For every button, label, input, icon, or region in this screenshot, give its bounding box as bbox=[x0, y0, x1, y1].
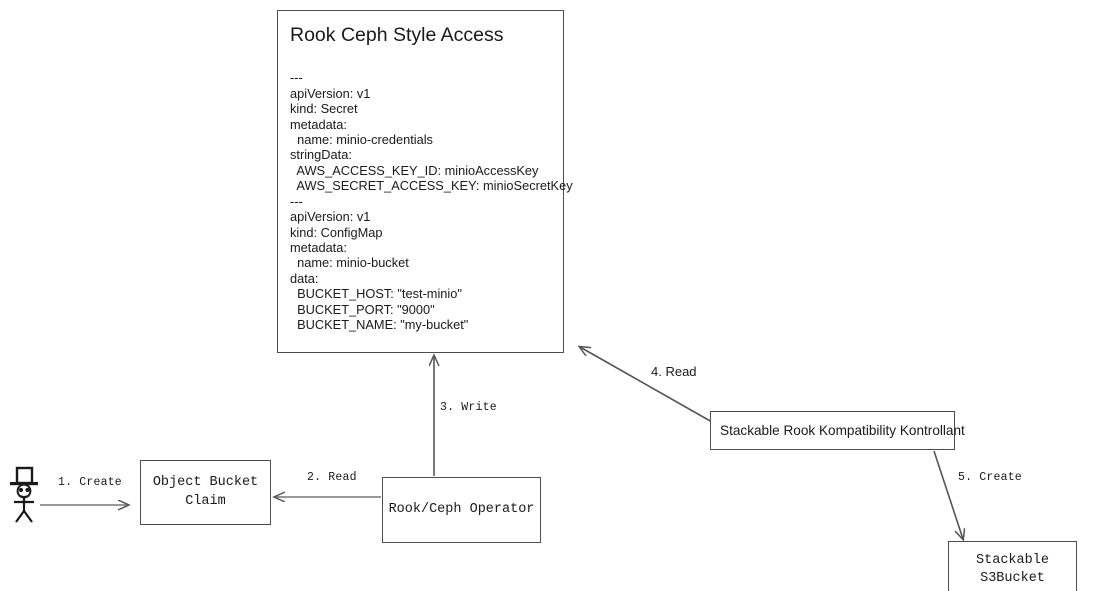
node-object-bucket-claim[interactable]: Object Bucket Claim bbox=[140, 460, 271, 525]
edge-create-s3bucket bbox=[933, 450, 963, 539]
node-rook-ceph-operator[interactable]: Rook/Ceph Operator bbox=[382, 477, 541, 543]
node-stackable-rook-kompatibility-kontrollant[interactable]: Stackable Rook Kompatibility Kontrollant bbox=[710, 411, 965, 450]
card-yaml-content: --- apiVersion: v1 kind: Secret metadata… bbox=[290, 70, 573, 332]
card-title: Rook Ceph Style Access bbox=[290, 24, 504, 46]
edge-label-create-s3bucket: 5. Create bbox=[958, 471, 1022, 484]
edge-label-write-secret: 3. Write bbox=[440, 401, 497, 414]
rook-ceph-style-access-card: Rook Ceph Style Access --- apiVersion: v… bbox=[277, 10, 573, 353]
edge-read-secret bbox=[580, 347, 713, 423]
edge-label-read-secret: 4. Read bbox=[651, 364, 697, 379]
user-actor bbox=[6, 466, 48, 524]
edge-label-create-obc: 1. Create bbox=[58, 476, 122, 489]
edge-label-read-obc: 2. Read bbox=[307, 471, 357, 484]
node-stackable-s3bucket[interactable]: Stackable S3Bucket bbox=[948, 541, 1077, 591]
